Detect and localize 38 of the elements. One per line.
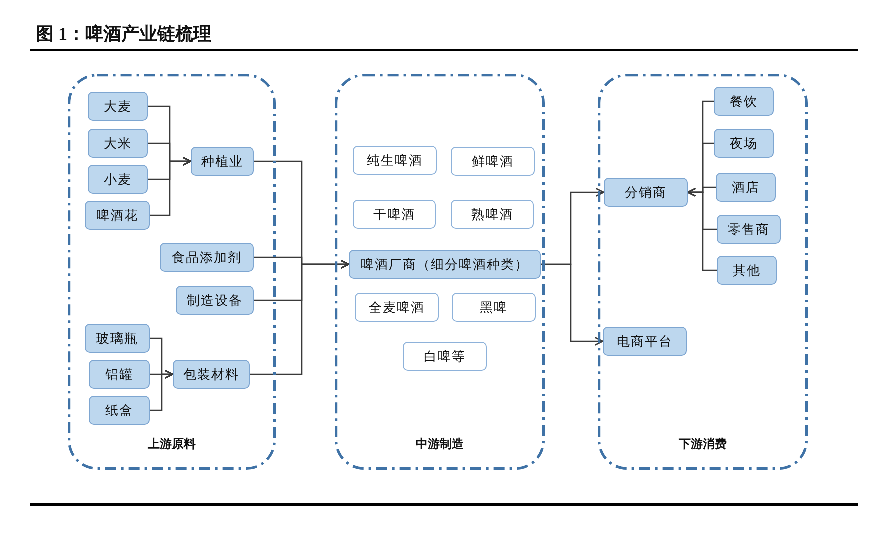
process-box: 其他 [717, 256, 777, 285]
connector-arrow [150, 157, 192, 216]
outlined-box: 全麦啤酒 [355, 293, 439, 322]
group-label: 中游制造 [416, 436, 464, 453]
process-box: 啤酒厂商（细分啤酒种类） [349, 250, 541, 279]
process-box: 铝罐 [89, 360, 150, 389]
dashed-frame [598, 74, 808, 470]
process-box: 包装材料 [173, 360, 250, 389]
process-box: 零售商 [717, 215, 781, 244]
process-box: 电商平台 [603, 327, 687, 356]
outlined-box: 干啤酒 [353, 200, 436, 229]
process-box: 餐饮 [714, 87, 774, 116]
connector-arrow [687, 188, 717, 272]
process-box: 玻璃瓶 [85, 324, 150, 353]
outlined-box: 熟啤酒 [451, 200, 534, 229]
figure-title: 图 1：啤酒产业链梳理 [36, 23, 212, 46]
process-box: 纸盒 [89, 396, 150, 425]
process-box: 大麦 [88, 92, 148, 121]
outlined-box: 鲜啤酒 [451, 147, 535, 176]
connector-arrow [250, 260, 350, 376]
process-box: 大米 [88, 129, 148, 158]
process-box: 酒店 [716, 173, 776, 202]
process-box: 食品添加剂 [160, 243, 254, 272]
process-box: 夜场 [714, 129, 774, 158]
connector-arrow [541, 264, 604, 346]
dashed-frame [335, 74, 545, 470]
process-box: 种植业 [191, 147, 254, 176]
dashed-frame [68, 74, 276, 470]
connector-arrow [150, 370, 174, 412]
process-box: 啤酒花 [85, 201, 150, 230]
group-label: 下游消费 [679, 436, 727, 453]
outlined-box: 纯生啤酒 [353, 146, 437, 175]
outlined-box: 黑啤 [452, 293, 536, 322]
process-box: 制造设备 [176, 286, 254, 315]
group-label: 上游原料 [148, 436, 196, 453]
process-box: 分销商 [604, 178, 688, 207]
process-box: 小麦 [88, 165, 148, 194]
outlined-box: 白啤等 [403, 342, 487, 371]
